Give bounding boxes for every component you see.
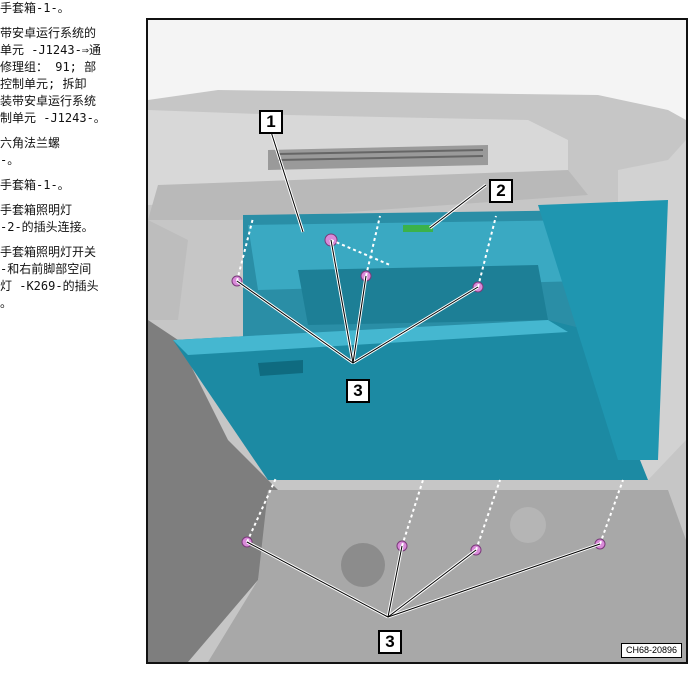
- instruction-line: 灯 -K269-的插头: [0, 279, 99, 293]
- instruction-line: -。: [0, 153, 20, 167]
- figure-code-label: CH68-20896: [620, 643, 682, 658]
- glovebox: [173, 200, 668, 480]
- dash-top: [148, 20, 686, 120]
- callout-3-lower: 3: [378, 630, 402, 654]
- footwell-part-2: [510, 507, 546, 543]
- instruction-line: -和右前脚部空间: [0, 262, 92, 276]
- callout-1: 1: [259, 110, 283, 134]
- figure-glovebox-removal: 1 2 3 3 CH68-20896: [146, 18, 688, 664]
- instruction-line: 手套箱照明灯开关: [0, 245, 97, 259]
- footwell-components: [208, 490, 686, 662]
- instruction-paragraph: 手套箱-1-。: [0, 177, 140, 194]
- instruction-paragraph: 手套箱照明灯开关 -和右前脚部空间灯 -K269-的插头。: [0, 244, 140, 312]
- connector-plug: [403, 225, 433, 232]
- instruction-line: 手套箱-1-。: [0, 1, 70, 15]
- instruction-line: 手套箱-1-。: [0, 178, 70, 192]
- instruction-paragraph: 手套箱-1-。: [0, 0, 140, 17]
- left-trim: [148, 320, 278, 662]
- instruction-line: 装带安卓运行系统: [0, 94, 97, 108]
- instruction-line: 控制单元; 拆卸: [0, 77, 87, 91]
- instruction-line: -2-的插头连接。: [0, 220, 94, 234]
- glovebox-illustration: [148, 20, 686, 662]
- callout-2: 2: [489, 179, 513, 203]
- leader-lines: [236, 115, 601, 618]
- instruction-line: 。: [0, 296, 13, 310]
- dash-lip: [148, 170, 588, 220]
- callout-3-upper: 3: [346, 379, 370, 403]
- instruction-line: 制单元 -J1243-。: [0, 111, 106, 125]
- left-pillar: [148, 220, 188, 320]
- instruction-text-column: 手套箱-1-。带安卓运行系统的单元 -J1243-⇒通修理组： 91; 部 控制…: [0, 0, 140, 700]
- instruction-line: 修理组： 91; 部: [0, 60, 97, 74]
- instruction-line: 带安卓运行系统的: [0, 26, 97, 40]
- instruction-line: 单元 -J1243-⇒通: [0, 43, 102, 57]
- footwell-part: [341, 543, 385, 587]
- instruction-line: 手套箱照明灯: [0, 203, 73, 217]
- air-vent: [268, 145, 488, 170]
- screw-axis-lines: [236, 215, 624, 551]
- instruction-paragraph: 六角法兰螺 -。: [0, 135, 140, 169]
- instruction-line: 六角法兰螺: [0, 136, 61, 150]
- instruction-paragraph: 手套箱照明灯 -2-的插头连接。: [0, 202, 140, 236]
- instruction-paragraph: 带安卓运行系统的单元 -J1243-⇒通修理组： 91; 部 控制单元; 拆卸装…: [0, 25, 140, 127]
